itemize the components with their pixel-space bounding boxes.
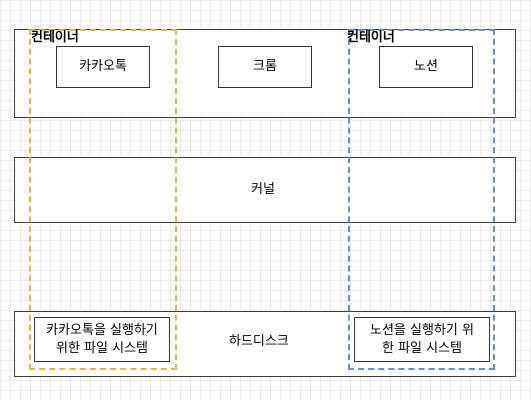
- app-box-notion[interactable]: 노션: [379, 46, 473, 88]
- app-label-chrome: 크롬: [253, 59, 277, 74]
- file-system-kakaotalk[interactable]: 카카오톡을 실행하기 위한 파일 시스템: [34, 317, 170, 362]
- kernel-layer: [14, 157, 516, 223]
- hard-disk-label: 하드디스크: [229, 334, 289, 349]
- container-title-right: 컨테이너: [347, 30, 395, 45]
- app-label-notion: 노션: [414, 59, 438, 74]
- container-title-left: 컨테이너: [31, 30, 79, 45]
- file-system-notion-line1: 노션을 실행하기 위: [370, 322, 474, 338]
- kernel-label: 커널: [251, 182, 275, 197]
- app-box-chrome[interactable]: 크롬: [218, 46, 312, 88]
- file-system-notion[interactable]: 노션을 실행하기 위 한 파일 시스템: [354, 317, 490, 362]
- file-system-notion-line2: 한 파일 시스템: [381, 340, 463, 356]
- app-label-kakaotalk: 카카오톡: [79, 59, 127, 74]
- file-system-kakaotalk-line2: 위한 파일 시스템: [56, 340, 148, 356]
- app-box-kakaotalk[interactable]: 카카오톡: [56, 46, 150, 88]
- file-system-kakaotalk-line1: 카카오톡을 실행하기: [46, 322, 158, 338]
